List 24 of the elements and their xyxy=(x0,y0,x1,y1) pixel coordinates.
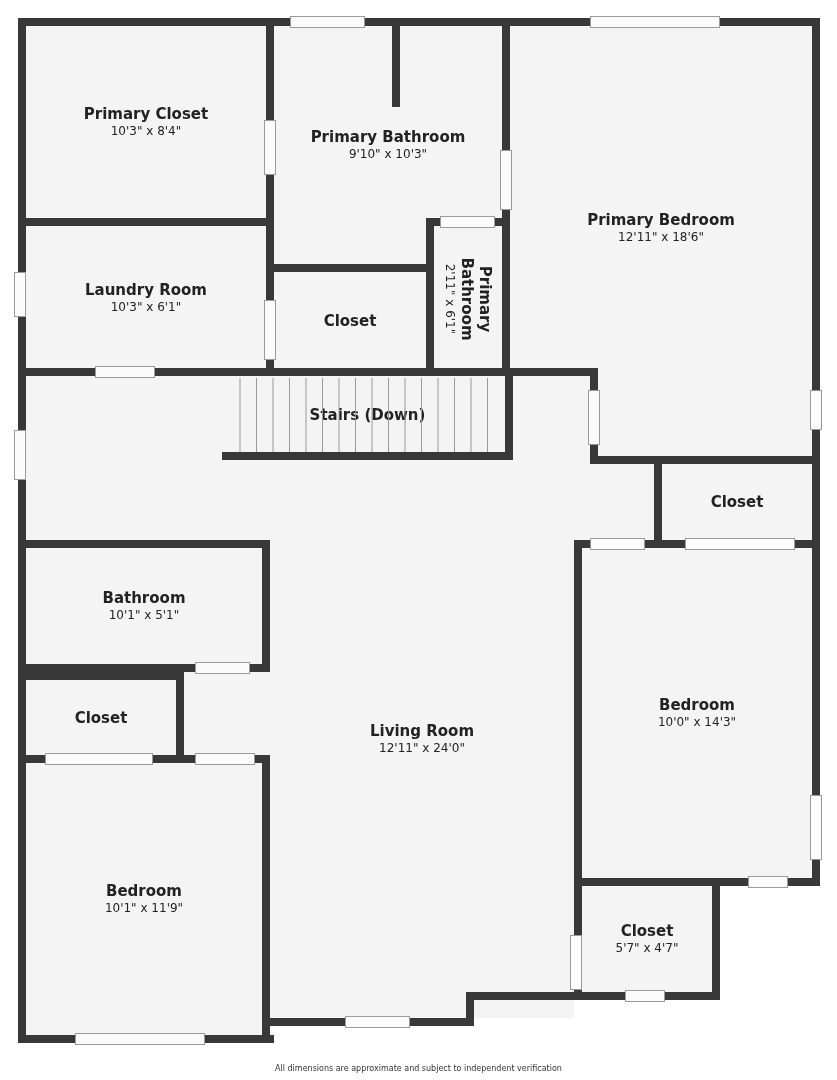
room-name: Closet xyxy=(710,493,764,511)
room-name: Primary Bathroom xyxy=(458,256,495,343)
room-name: Closet xyxy=(323,312,377,330)
room-dimensions: 12'11" x 24'0" xyxy=(379,739,465,757)
room-name: Bedroom xyxy=(659,695,735,714)
room-dimensions: 2'11" x 6'1" xyxy=(442,263,459,335)
room-name: Laundry Room xyxy=(85,280,207,299)
room-dimensions: 5'7" x 4'7" xyxy=(615,939,679,957)
caption: All dimensions are approximate and subject to independent verification xyxy=(274,1064,563,1073)
room-dimensions: 12'11" x 18'6" xyxy=(618,228,704,246)
room-dimensions: 10'3" x 8'4" xyxy=(110,122,182,140)
room-name: Bedroom xyxy=(106,881,182,900)
room-name: Primary Bedroom xyxy=(587,210,735,229)
room-name: Bathroom xyxy=(102,588,186,607)
room-name: Living Room xyxy=(369,721,475,740)
room-dimensions: 10'3" x 6'1" xyxy=(110,298,182,316)
room-name: Closet xyxy=(74,708,128,727)
room-dimensions: 10'0" x 14'3" xyxy=(657,713,737,731)
room-dimensions: 10'1" x 11'9" xyxy=(104,899,184,917)
room-name: Closet xyxy=(620,921,674,940)
room-dimensions: 10'1" x 5'1" xyxy=(108,606,180,624)
room-dimensions: 9'10" x 10'3" xyxy=(348,145,428,163)
room-name: Primary Bathroom xyxy=(310,127,466,146)
room-name: Primary Closet xyxy=(83,104,209,123)
